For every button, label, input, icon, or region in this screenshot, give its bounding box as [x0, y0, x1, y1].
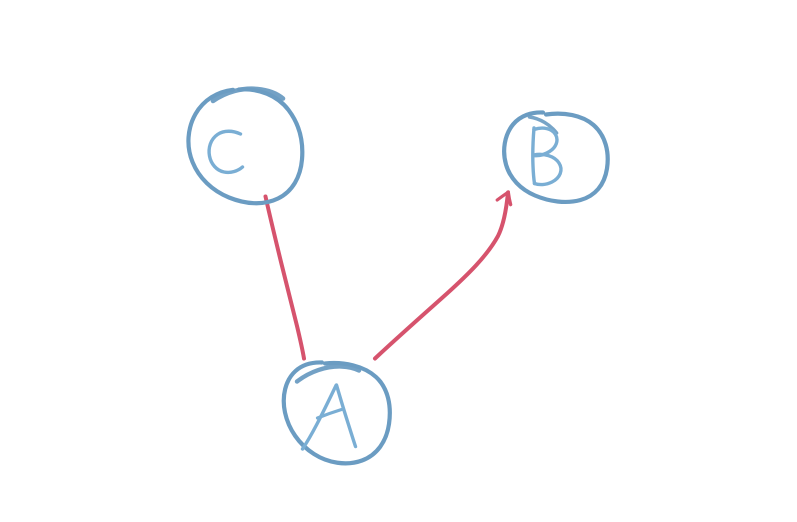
node-a-overshoot-stroke: [294, 364, 362, 384]
edge-a-c-stroke: [263, 194, 306, 361]
node-b-outline: [502, 110, 610, 205]
edge-a-b-arrowhead-icon: [506, 190, 513, 207]
node-c[interactable]: [186, 86, 305, 206]
node-b-label-upper-bowl: [531, 126, 559, 158]
node-a-label: [300, 383, 358, 451]
node-b-label-lower-bowl: [531, 152, 563, 187]
node-c-label: [207, 129, 245, 175]
edge-a-b[interactable]: [373, 190, 513, 361]
node-a-outline: [281, 360, 392, 466]
node-a-label-crossbar: [315, 407, 344, 420]
node-b-label: [531, 126, 563, 187]
edge-a-c[interactable]: [263, 194, 306, 361]
edge-layer: [263, 190, 513, 361]
node-c-overshoot-stroke: [210, 86, 286, 104]
node-a[interactable]: [281, 360, 392, 466]
node-a-label-left-leg: [300, 383, 338, 451]
node-b-label-spine: [531, 126, 537, 186]
node-a-label-right-leg: [334, 383, 358, 449]
edge-a-b-arrowhead-barb-icon: [495, 190, 510, 202]
node-c-outline: [186, 87, 305, 206]
node-b[interactable]: [502, 110, 610, 205]
edge-a-b-stroke: [373, 190, 510, 361]
